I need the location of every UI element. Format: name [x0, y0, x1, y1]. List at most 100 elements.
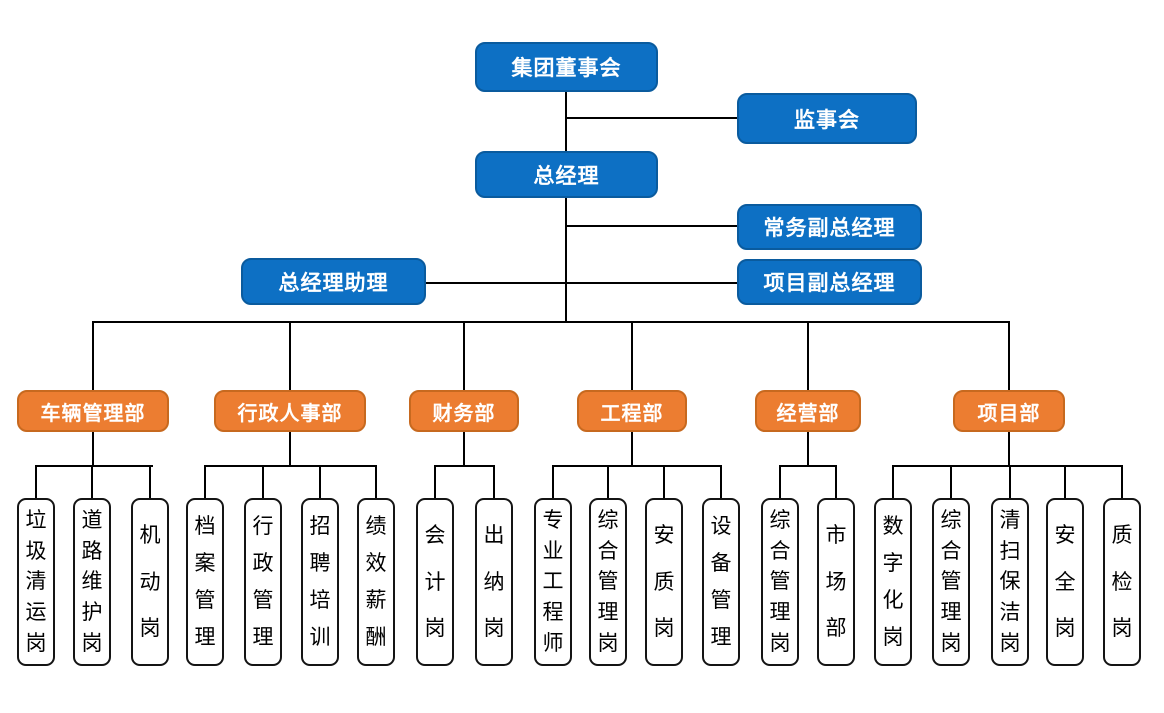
post-char: 护: [81, 601, 103, 625]
connector-line: [552, 465, 554, 498]
connector-line: [835, 465, 837, 498]
post-char: 综: [940, 508, 962, 532]
node-post-recruitment-training: 招聘培训: [301, 498, 339, 666]
node-executive-deputy-gm: 常务副总经理: [737, 204, 922, 250]
node-dept-finance: 财务部: [409, 390, 519, 432]
post-char: 岗: [597, 632, 619, 656]
post-char: 理: [194, 626, 216, 649]
post-char: 洁: [999, 601, 1021, 625]
connector-line: [892, 465, 894, 498]
post-char: 道: [81, 508, 103, 532]
post-char: 垃: [25, 508, 47, 532]
node-post-general-management-proj: 综合管理岗: [932, 498, 970, 666]
post-char: 圾: [25, 539, 47, 563]
post-char: 岗: [139, 616, 161, 640]
post-char: 维: [81, 570, 103, 594]
post-char: 政: [252, 552, 274, 575]
post-char: 质: [1111, 524, 1133, 548]
node-supervisory-board: 监事会: [737, 93, 917, 144]
post-char: 招: [309, 515, 331, 538]
post-char: 综: [597, 508, 619, 532]
post-char: 部: [825, 616, 847, 640]
post-char: 备: [710, 552, 732, 575]
connector-line: [1008, 432, 1010, 467]
connector-line: [434, 465, 436, 498]
connector-line: [779, 465, 837, 467]
node-post-archive-management: 档案管理: [186, 498, 224, 666]
node-post-professional-engineer: 专业工程师: [534, 498, 572, 666]
post-char: 合: [597, 539, 619, 563]
connector-line: [92, 432, 94, 467]
post-char: 扫: [999, 539, 1021, 563]
connector-line: [319, 465, 321, 498]
connector-line: [565, 198, 567, 323]
post-char: 岗: [653, 616, 675, 640]
connector-line: [950, 465, 952, 498]
connector-line: [262, 465, 264, 498]
connector-line: [566, 225, 737, 227]
post-char: 管: [710, 589, 732, 612]
connector-line: [663, 465, 665, 498]
post-char: 安: [653, 524, 675, 548]
node-dept-vehicle-management: 车辆管理部: [17, 390, 169, 432]
post-char: 质: [653, 570, 675, 594]
node-dept-engineering: 工程部: [577, 390, 687, 432]
connector-line: [607, 465, 609, 498]
connector-line: [720, 465, 722, 498]
connector-line: [204, 465, 377, 467]
connector-line: [807, 432, 809, 467]
post-char: 运: [25, 601, 47, 625]
connector-line: [92, 321, 94, 390]
post-char: 化: [882, 589, 904, 612]
post-char: 岗: [483, 616, 505, 640]
post-char: 专: [542, 508, 564, 532]
post-char: 薪: [365, 589, 387, 612]
post-char: 综: [769, 508, 791, 532]
post-char: 合: [940, 539, 962, 563]
post-char: 动: [139, 570, 161, 594]
post-char: 清: [999, 508, 1021, 532]
node-dept-operations: 经营部: [755, 390, 861, 432]
post-char: 管: [769, 570, 791, 594]
node-dept-admin-hr: 行政人事部: [214, 390, 366, 432]
post-char: 管: [597, 570, 619, 594]
connector-line: [289, 432, 291, 467]
connector-line: [204, 465, 206, 498]
connector-line: [463, 432, 465, 467]
node-dept-project: 项目部: [953, 390, 1065, 432]
connector-line: [779, 465, 781, 498]
connector-line: [35, 465, 37, 498]
post-char: 检: [1111, 570, 1133, 594]
node-gm-assistant: 总经理助理: [241, 258, 426, 305]
post-char: 纳: [483, 570, 505, 594]
post-char: 路: [81, 539, 103, 563]
post-char: 理: [940, 601, 962, 625]
post-char: 管: [194, 589, 216, 612]
node-post-equipment-management: 设备管理: [702, 498, 740, 666]
post-char: 岗: [940, 632, 962, 656]
connector-line: [149, 465, 151, 498]
post-char: 安: [1054, 524, 1076, 548]
connector-line: [807, 321, 809, 390]
connector-line: [493, 465, 495, 498]
post-char: 案: [194, 552, 216, 575]
connector-line: [91, 465, 93, 498]
post-char: 计: [424, 570, 446, 594]
post-char: 岗: [1111, 616, 1133, 640]
post-char: 机: [139, 524, 161, 548]
post-char: 岗: [81, 632, 103, 656]
node-post-cleaning: 清扫保洁岗: [991, 498, 1029, 666]
connector-line: [1064, 465, 1066, 498]
post-char: 岗: [25, 632, 47, 656]
post-char: 业: [542, 539, 564, 563]
post-char: 字: [882, 552, 904, 575]
node-post-road-maintenance: 道路维护岗: [73, 498, 111, 666]
post-char: 效: [365, 552, 387, 575]
post-char: 清: [25, 570, 47, 594]
post-char: 出: [483, 524, 505, 548]
node-post-cashier: 出纳岗: [475, 498, 513, 666]
post-char: 会: [424, 524, 446, 548]
post-char: 酬: [365, 626, 387, 649]
node-post-garbage-clearing: 垃圾清运岗: [17, 498, 55, 666]
node-board-of-directors: 集团董事会: [475, 42, 658, 92]
